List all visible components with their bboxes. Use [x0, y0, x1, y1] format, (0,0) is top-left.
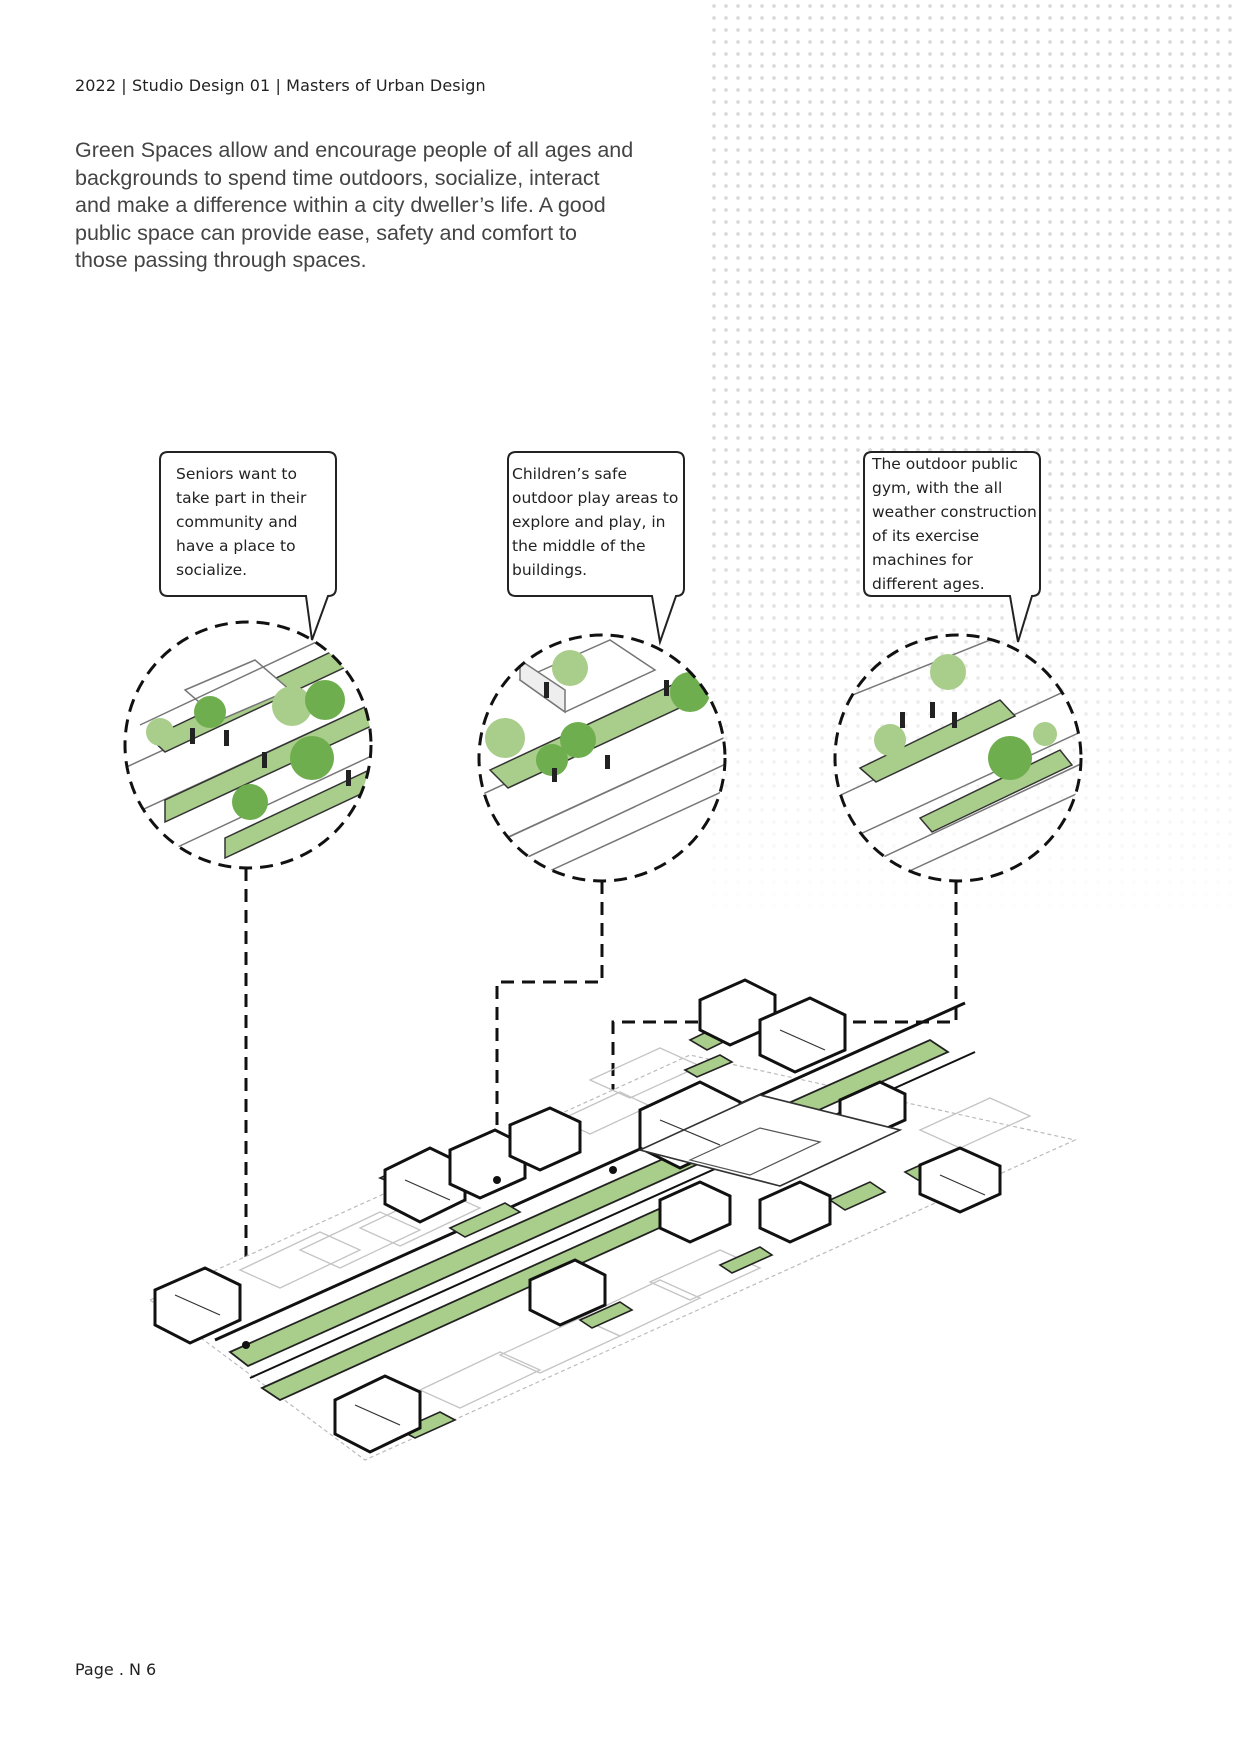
callout-text-children: Children’s safe outdoor play areas to ex… — [512, 462, 682, 582]
zoom-circle-gym — [830, 620, 1085, 881]
zoom-circle-children — [470, 635, 730, 881]
callout-text-gym: The outdoor public gym, with the all wea… — [872, 452, 1037, 596]
callout-text-seniors: Seniors want to take part in their commu… — [176, 462, 326, 582]
page-number: Page . N 6 — [75, 1660, 156, 1679]
zoom-circle-seniors — [120, 612, 380, 868]
